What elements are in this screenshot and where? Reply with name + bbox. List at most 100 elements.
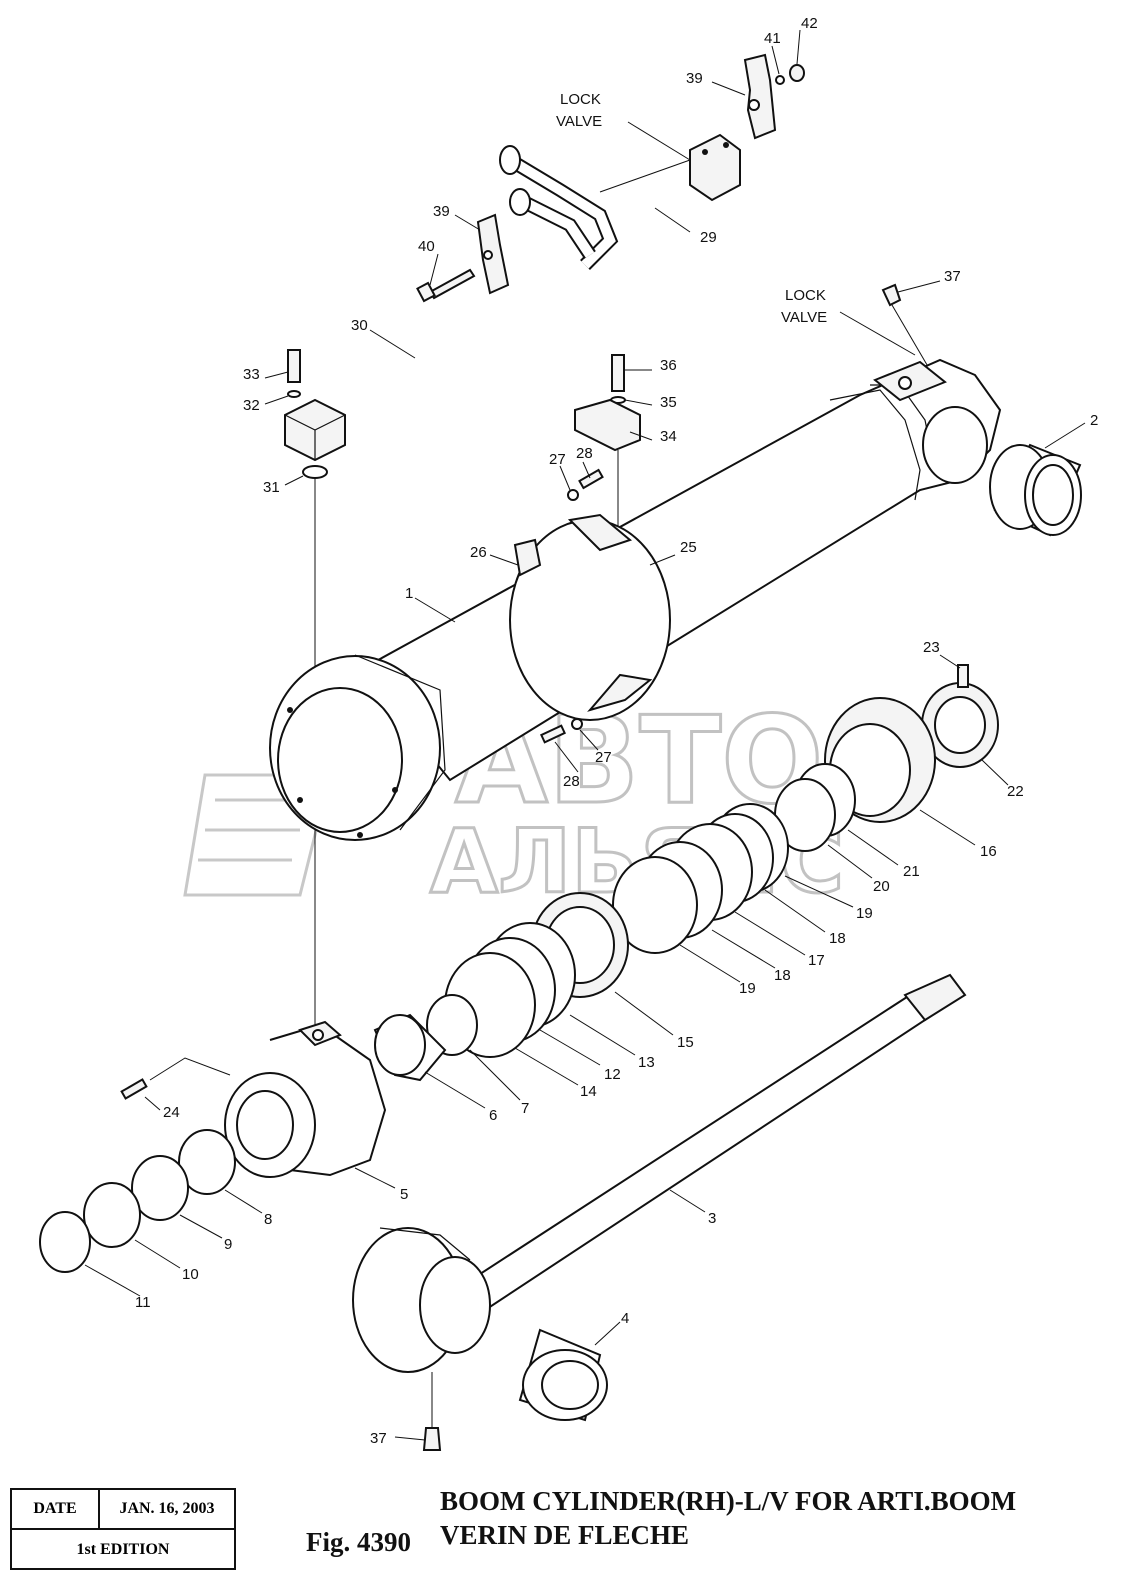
- band-clamp-lug-top: [567, 513, 633, 552]
- pipe-branch-fill: [517, 195, 595, 258]
- bushing-4: [518, 1328, 608, 1422]
- cylinder-head-bore: [277, 687, 403, 833]
- lead-30: [369, 329, 416, 359]
- band-clamp-lug-bottom: [587, 673, 653, 712]
- lead-13: [569, 1014, 636, 1056]
- grease-nipple-37-bottom: [422, 1372, 442, 1451]
- lead-20: [827, 844, 873, 879]
- lead-7: [469, 1049, 521, 1101]
- bolt-36: [611, 354, 625, 392]
- lead-37b: [394, 1436, 426, 1441]
- head-bolt-hole-4: [392, 787, 398, 793]
- rod-eye-bore: [419, 1256, 491, 1354]
- washer-41: [775, 75, 785, 85]
- lead-lock-valve-1: [627, 121, 691, 161]
- callout-22: 22: [1007, 783, 1024, 800]
- bolt-40-head: [416, 281, 436, 303]
- seal-11: [39, 1211, 91, 1273]
- flange-hole-2: [723, 142, 729, 148]
- lead-25: [649, 554, 676, 566]
- callout-40: 40: [418, 238, 435, 255]
- washer-27-top: [567, 489, 579, 501]
- callout-8: 8: [264, 1211, 272, 1228]
- nipple-lead-top: [891, 304, 931, 371]
- title-block: DATE JAN. 16, 2003 1st EDITION: [10, 1488, 236, 1570]
- callout-1: 1: [405, 585, 413, 602]
- callout-32: 32: [243, 397, 260, 414]
- clamp-39-upper-body: [743, 53, 777, 140]
- cylinder-band-1: [829, 389, 921, 501]
- callout-28-bottom: 28: [563, 773, 580, 790]
- flange-edge-1: [284, 414, 316, 431]
- flange-edge-2: [314, 414, 346, 431]
- lead-17: [734, 911, 806, 956]
- seal-9: [131, 1155, 189, 1221]
- nut-22-bore: [934, 696, 986, 754]
- lead-15: [614, 991, 674, 1036]
- bolt-33: [287, 349, 301, 383]
- callout-39-upper: 39: [686, 70, 703, 87]
- callout-3: 3: [708, 1210, 716, 1227]
- callout-7: 7: [521, 1100, 529, 1117]
- callout-9: 9: [224, 1236, 232, 1253]
- callout-12: 12: [604, 1066, 621, 1083]
- seal-10: [83, 1182, 141, 1248]
- callout-37-bottom: 37: [370, 1430, 387, 1447]
- callout-18-upper: 18: [829, 930, 846, 947]
- grease-nipple-37-top: [881, 283, 931, 371]
- lead-27b: [579, 729, 599, 751]
- bushing-6-face: [374, 1014, 426, 1076]
- callout-39-lower: 39: [433, 203, 450, 220]
- lead-6: [424, 1071, 486, 1109]
- lead-9: [179, 1214, 223, 1239]
- bolt-28-bottom: [540, 724, 566, 744]
- lead-18a: [764, 889, 826, 933]
- lead-21: [847, 829, 899, 866]
- cylinder-eye-bore: [922, 406, 988, 484]
- callout-19-lower: 19: [739, 980, 756, 997]
- flange-block-top: [689, 133, 741, 202]
- clamp-39-upper: [743, 53, 805, 140]
- lead-24: [144, 1096, 161, 1111]
- nut-42: [789, 64, 805, 82]
- clamp-39-upper-hole: [748, 99, 760, 111]
- piston-rod-3: [352, 973, 967, 1373]
- lock-valve-2-line1: LOCK: [785, 287, 826, 304]
- callout-41: 41: [764, 30, 781, 47]
- lead-19b: [679, 944, 741, 983]
- callout-35: 35: [660, 394, 677, 411]
- callout-18-lower: 18: [774, 967, 791, 984]
- lock-valve-1-line1: LOCK: [560, 91, 601, 108]
- lead-26: [489, 554, 519, 566]
- bushing-4-bore: [541, 1360, 599, 1410]
- lead-31: [284, 475, 304, 486]
- rod-cover-bore: [236, 1090, 294, 1160]
- callout-36: 36: [660, 357, 677, 374]
- flange-hole-1: [702, 149, 708, 155]
- pipe-29-fill: [507, 155, 616, 269]
- figure-number: Fig. 4390: [306, 1527, 411, 1557]
- pipe-end-mid: [509, 188, 531, 216]
- figure-title-line2: VERIN DE FLECHE: [440, 1520, 690, 1550]
- callout-34: 34: [660, 428, 677, 445]
- lead-37a: [897, 280, 941, 293]
- callout-17: 17: [808, 952, 825, 969]
- rod-thread-end: [903, 973, 967, 1022]
- callout-numbers: 42 41 39 39 29 40 30 33 32 31 37 36 35 3…: [135, 15, 1098, 1447]
- head-bolt-hole-1: [287, 707, 293, 713]
- lead-19a: [784, 875, 854, 908]
- lead-12: [539, 1029, 601, 1066]
- callout-16: 16: [980, 843, 997, 860]
- callout-27-bottom: 27: [595, 749, 612, 766]
- lead-41: [771, 45, 780, 75]
- lead-10: [134, 1239, 181, 1269]
- clamp-39-lower: [416, 213, 510, 303]
- callout-15: 15: [677, 1034, 694, 1051]
- title-block-date-row: DATE JAN. 16, 2003: [12, 1490, 234, 1530]
- lead-33: [264, 371, 289, 379]
- figure-title-line1: BOOM CYLINDER(RH)-L/V FOR ARTI.BOOM: [440, 1486, 1017, 1516]
- callout-21: 21: [903, 863, 920, 880]
- seal-19b: [612, 856, 698, 954]
- lead-27a: [559, 465, 571, 491]
